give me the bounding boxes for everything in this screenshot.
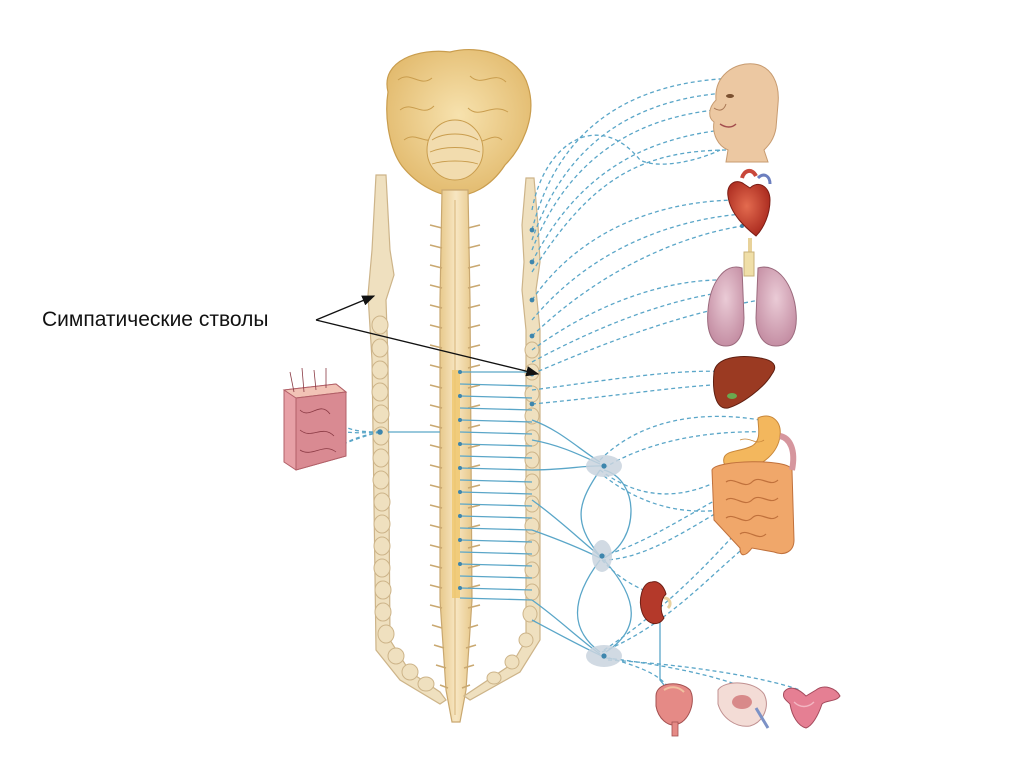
kidney-icon [639, 581, 672, 625]
brain [386, 49, 532, 197]
cord-nodes [458, 370, 462, 590]
lungs-icon [707, 251, 797, 347]
genitals-icon [717, 682, 770, 729]
preganglionic-fibers [388, 371, 533, 601]
liver-icon [713, 356, 776, 409]
spinal-cord [429, 189, 481, 723]
sympathetic-trunks-label: Симпатические стволы [42, 308, 269, 331]
right-sympathetic-trunk [462, 177, 541, 701]
intestines-icon [711, 433, 797, 556]
heart-icon [727, 169, 772, 252]
skin-icon [282, 367, 348, 471]
left-sympathetic-trunk [367, 174, 447, 705]
collateral-ganglia [586, 455, 622, 667]
annotation-arrows [315, 295, 540, 377]
uterus-icon [783, 686, 841, 729]
head-icon [709, 63, 779, 163]
bladder-icon [655, 683, 693, 737]
